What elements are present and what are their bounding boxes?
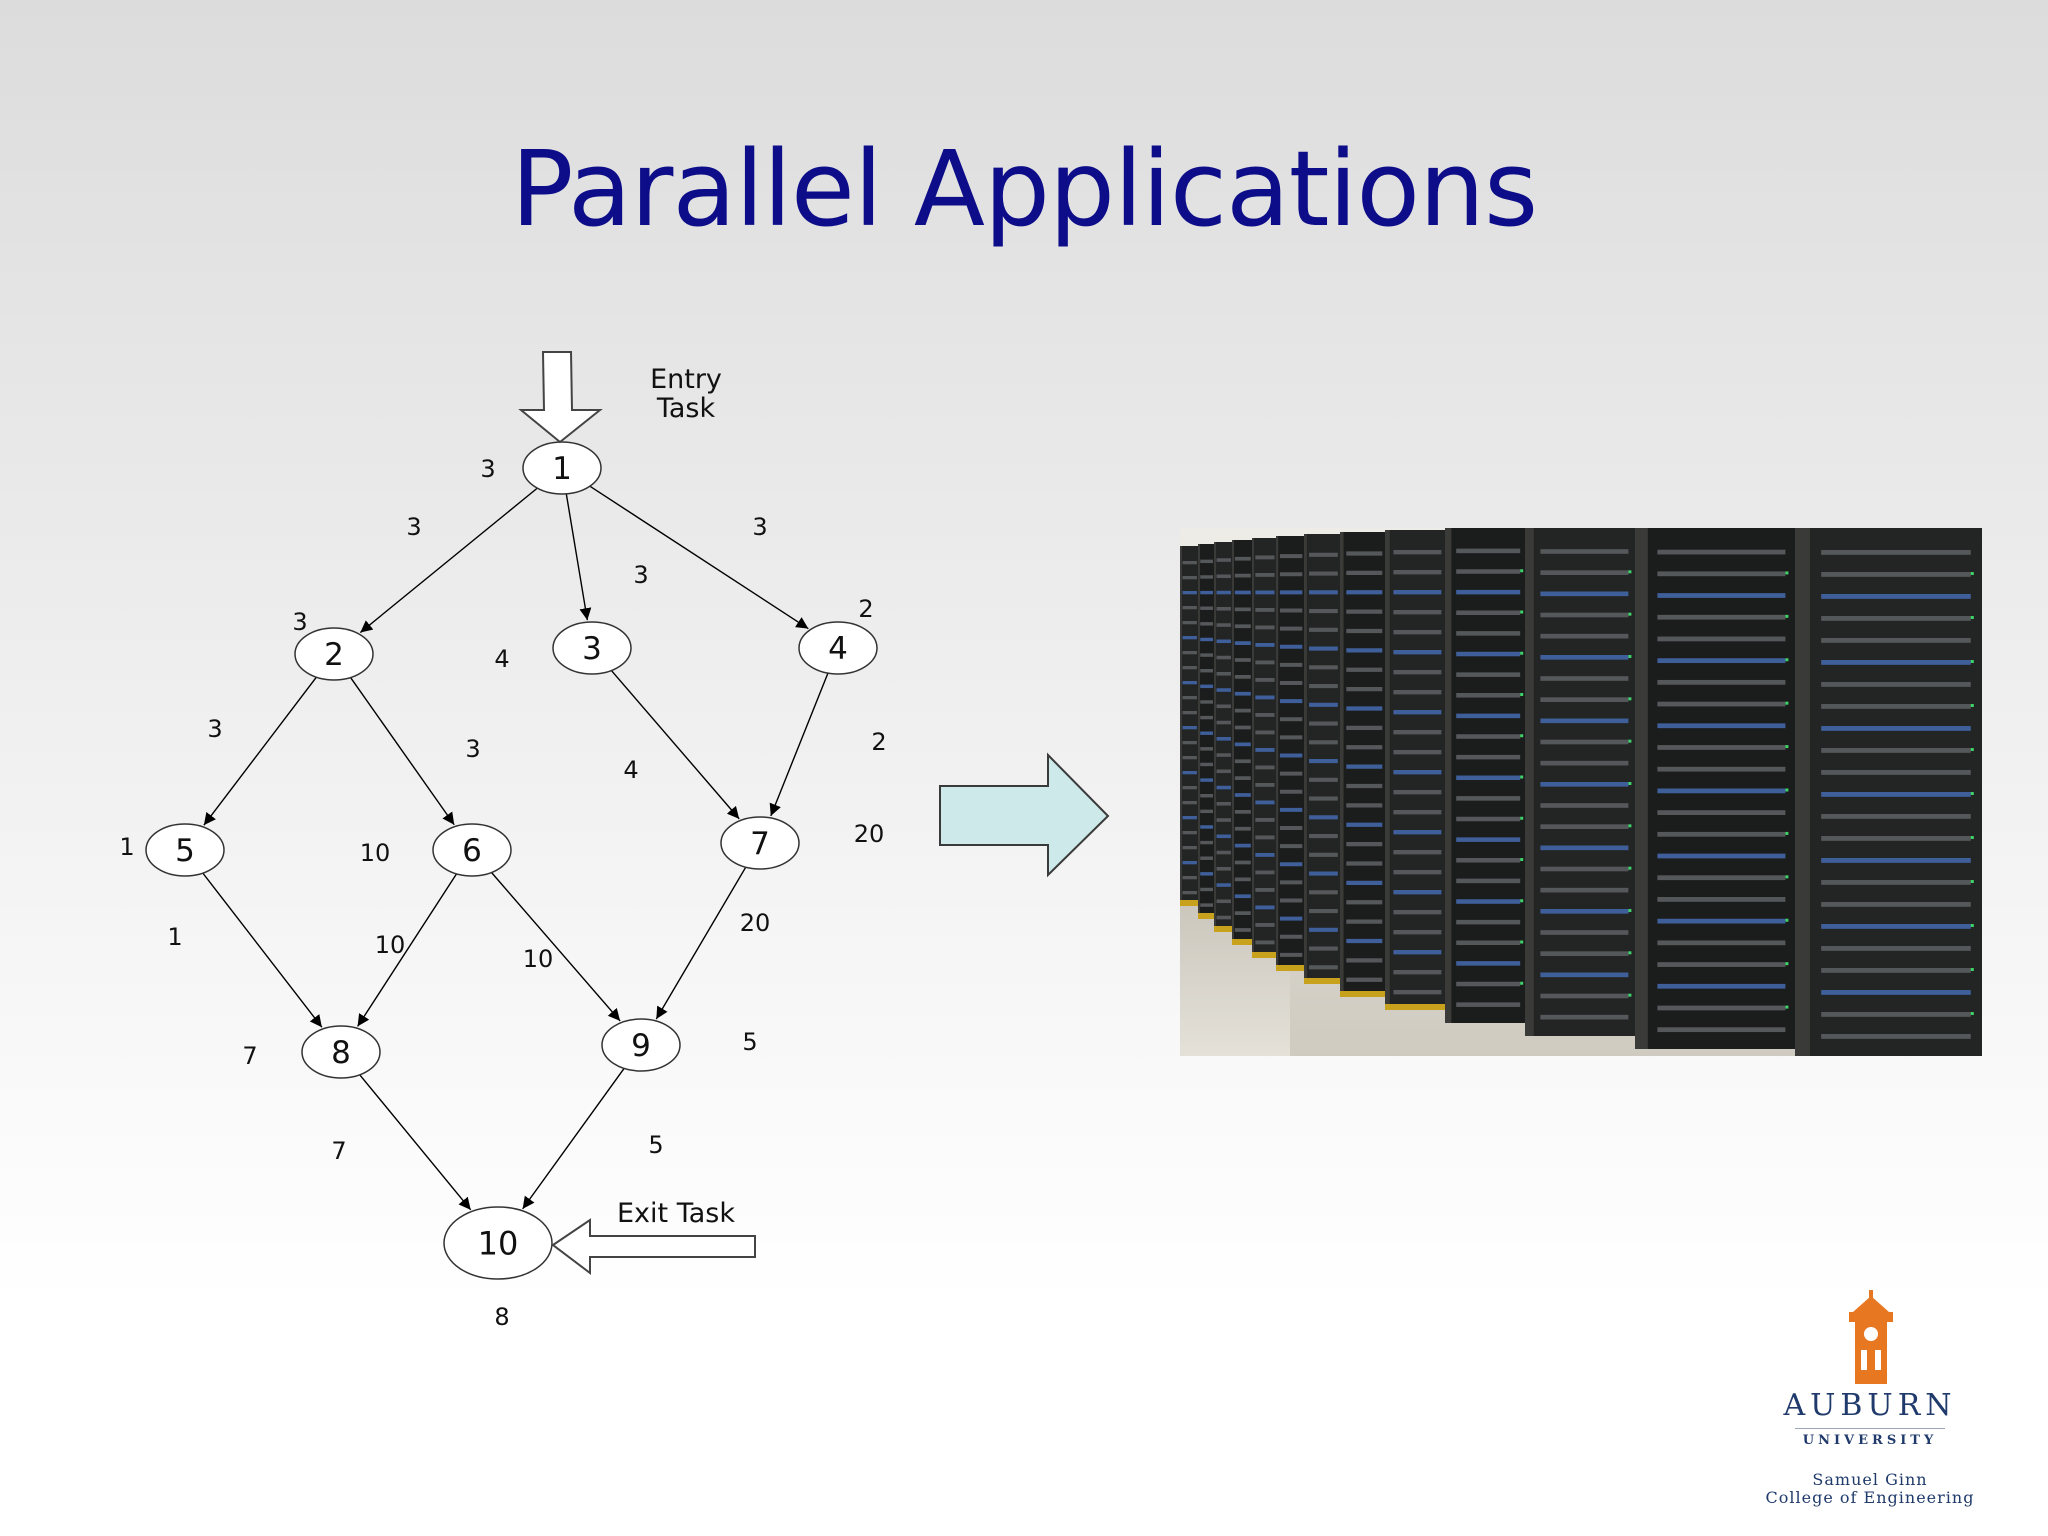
slide-title: Parallel Applications xyxy=(510,128,1538,250)
node-weight-6: 10 xyxy=(360,839,391,867)
task-node-label-10: 10 xyxy=(478,1225,519,1263)
task-node-shape-3 xyxy=(552,621,632,675)
node-weight-4: 2 xyxy=(858,595,873,623)
task-node-4: 4 xyxy=(798,621,878,675)
task-node-shape-1 xyxy=(522,441,602,495)
task-node-label-1: 1 xyxy=(552,451,572,487)
task-node-8: 8 xyxy=(301,1025,381,1079)
task-node-label-9: 9 xyxy=(631,1028,651,1064)
task-node-label-5: 5 xyxy=(175,833,195,869)
task-node-6: 6 xyxy=(432,823,512,877)
task-node-shape-10 xyxy=(443,1206,553,1280)
edge-6-9 xyxy=(490,872,621,1022)
task-node-10: 10 xyxy=(443,1206,553,1280)
task-node-shape-6 xyxy=(432,823,512,877)
task-node-label-3: 3 xyxy=(582,631,602,667)
exit-arrow-icon xyxy=(551,1218,756,1276)
logo-divider xyxy=(1795,1428,1945,1429)
edge-2-6 xyxy=(349,677,455,826)
edge-weight-1-3: 3 xyxy=(633,561,648,589)
edge-weight-3-7: 4 xyxy=(623,756,638,784)
edge-1-4 xyxy=(589,485,809,630)
node-weight-1: 3 xyxy=(480,455,495,483)
task-node-1: 1 xyxy=(522,441,602,495)
edge-weight-6-8: 10 xyxy=(375,931,406,959)
task-node-shape-4 xyxy=(798,621,878,675)
task-node-label-2: 2 xyxy=(324,637,344,673)
edge-3-7 xyxy=(610,670,740,820)
edge-weight-4-7: 2 xyxy=(871,728,886,756)
node-weight-2: 3 xyxy=(292,608,307,636)
entry-arrow-icon xyxy=(518,351,603,444)
edge-weight-5-8: 1 xyxy=(167,923,182,951)
edge-4-7 xyxy=(769,672,829,817)
edge-5-8 xyxy=(202,872,323,1028)
task-node-label-6: 6 xyxy=(462,833,482,869)
edge-weight-7-9: 20 xyxy=(740,909,771,937)
edge-8-10 xyxy=(359,1074,472,1211)
node-weight-9: 5 xyxy=(742,1028,757,1056)
edge-weight-1-2: 3 xyxy=(406,513,421,541)
task-node-shape-5 xyxy=(145,823,225,877)
task-node-shape-2 xyxy=(294,627,374,681)
task-node-2: 2 xyxy=(294,627,374,681)
logo-college-line1: Samuel Ginn xyxy=(1812,1470,1928,1489)
task-node-shape-7 xyxy=(720,816,800,870)
edge-weight-2-5: 3 xyxy=(207,715,222,743)
logo-name: AUBURN xyxy=(1783,1388,1957,1423)
node-weight-7: 20 xyxy=(854,820,885,848)
logo-college-line2: College of Engineering xyxy=(1765,1488,1975,1507)
edge-6-8 xyxy=(357,873,458,1027)
server-rack-image xyxy=(1180,528,1982,1056)
logo-university: UNIVERSITY xyxy=(1802,1433,1938,1448)
task-node-7: 7 xyxy=(720,816,800,870)
tower-icon xyxy=(1849,1290,1893,1384)
edge-7-9 xyxy=(655,866,747,1020)
edge-2-5 xyxy=(203,676,317,826)
task-node-label-4: 4 xyxy=(828,631,848,667)
task-node-shape-9 xyxy=(601,1018,681,1072)
edge-weight-9-10: 5 xyxy=(648,1131,663,1159)
task-node-5: 5 xyxy=(145,823,225,877)
task-node-3: 3 xyxy=(552,621,632,675)
edge-1-2 xyxy=(359,487,538,634)
edge-9-10 xyxy=(522,1068,625,1210)
edge-weight-2-6: 3 xyxy=(465,735,480,763)
edge-1-3 xyxy=(565,493,592,621)
node-weight-8: 7 xyxy=(242,1042,257,1070)
task-node-label-8: 8 xyxy=(331,1035,351,1071)
exit-label: Exit Task xyxy=(617,1198,735,1229)
entry-label-line1: Entry xyxy=(650,364,722,395)
node-weight-3: 4 xyxy=(494,645,509,673)
node-weight-10: 8 xyxy=(494,1303,509,1331)
edge-weight-8-10: 7 xyxy=(331,1137,346,1165)
edge-weight-1-4: 3 xyxy=(752,513,767,541)
node-weight-5: 1 xyxy=(119,833,134,861)
auburn-logo: AUBURN UNIVERSITY Samuel Ginn College of… xyxy=(1735,1290,2005,1520)
entry-label-line2: Task xyxy=(656,393,716,424)
task-node-shape-8 xyxy=(301,1025,381,1079)
task-node-9: 9 xyxy=(601,1018,681,1072)
task-node-label-7: 7 xyxy=(750,826,770,862)
edge-weight-6-9: 10 xyxy=(523,945,554,973)
transition-arrow-icon xyxy=(939,752,1110,878)
